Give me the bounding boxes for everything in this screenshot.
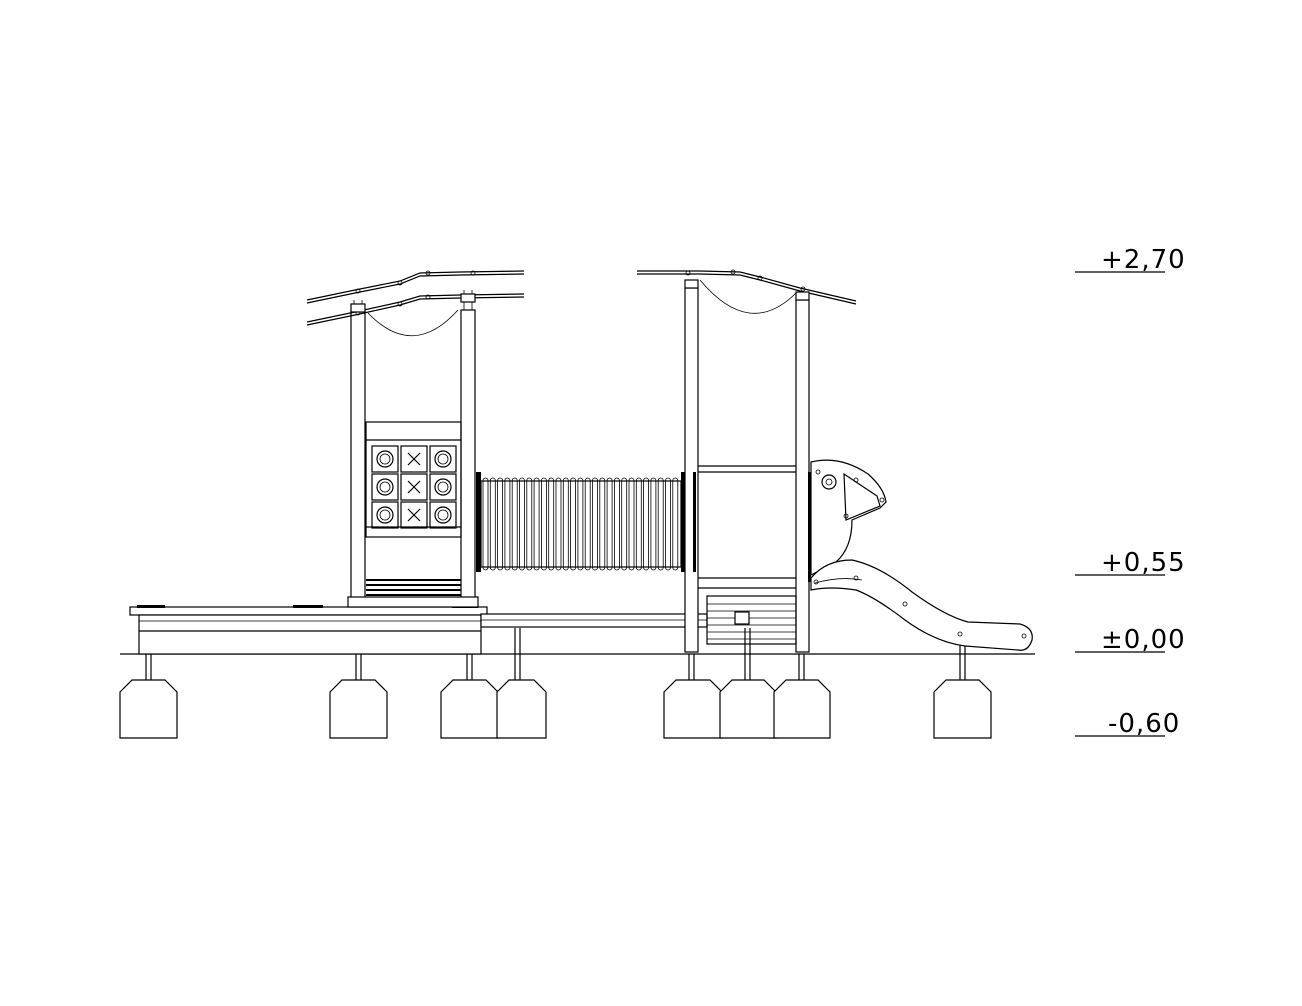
tunnel-rib — [643, 477, 649, 571]
tunnel-rib — [548, 477, 555, 571]
tower-post — [350, 309, 366, 599]
tunnel-rib — [672, 477, 679, 571]
right-tower-roof — [637, 269, 857, 314]
tunnel-rib — [482, 477, 489, 571]
tunnel-rib — [657, 477, 664, 571]
tunnel-rib — [511, 477, 518, 571]
foundations — [119, 628, 992, 739]
tunnel-rib — [541, 477, 547, 571]
tunnel-rib — [621, 477, 628, 571]
level-marker: ±0,00 — [1075, 625, 1186, 655]
foundation-block — [440, 654, 499, 739]
tunnel-rib — [592, 477, 598, 571]
level-label: +0,55 — [1101, 548, 1186, 578]
level-marker: +0,55 — [1075, 548, 1186, 578]
tunnel-rib — [628, 477, 635, 571]
tic-tac-toe-panel — [371, 445, 457, 529]
tunnel-rib — [635, 477, 642, 571]
level-label: ±0,00 — [1101, 625, 1186, 655]
tunnel-rib — [577, 477, 584, 571]
tunnel-rib — [584, 477, 591, 571]
foundation-block — [496, 628, 547, 739]
level-label: -0,60 — [1108, 709, 1180, 739]
foundation-block — [773, 654, 831, 739]
tunnel-rib — [562, 477, 569, 571]
tunnel-rib — [665, 477, 671, 571]
ground-beam — [480, 613, 708, 628]
sand-box-platform — [129, 605, 488, 655]
tunnel-rib — [533, 477, 540, 571]
tower-post — [795, 299, 810, 653]
tunnel-rib — [519, 477, 525, 571]
tunnel-rib — [497, 477, 504, 571]
tunnel-rib — [570, 477, 576, 571]
slide — [810, 559, 1033, 651]
left-tower-roof — [306, 270, 525, 337]
foundation-block — [933, 644, 992, 739]
foundation-block — [663, 654, 723, 739]
level-markers: +2,70 +0,55 ±0,00 -0,60 — [1075, 245, 1186, 739]
right-tower — [637, 269, 857, 653]
tower-post — [684, 287, 699, 653]
tunnel-rib — [555, 477, 562, 571]
tunnel-rib — [526, 477, 533, 571]
crawl-tunnel — [476, 472, 686, 572]
level-marker: -0,60 — [1075, 709, 1180, 739]
tower-post — [460, 309, 476, 599]
tunnel-rib — [504, 477, 511, 571]
foundation-block — [329, 654, 388, 739]
level-marker: +2,70 — [1075, 245, 1186, 275]
tunnel-rib — [650, 477, 657, 571]
foundation-block — [119, 654, 178, 739]
left-tower — [306, 270, 525, 608]
level-label: +2,70 — [1101, 245, 1186, 275]
tunnel-rib — [614, 477, 620, 571]
tunnel-rib — [489, 477, 496, 571]
tunnel-rib — [599, 477, 606, 571]
elephant-head-panel — [810, 459, 887, 576]
tunnel-rib — [606, 477, 613, 571]
